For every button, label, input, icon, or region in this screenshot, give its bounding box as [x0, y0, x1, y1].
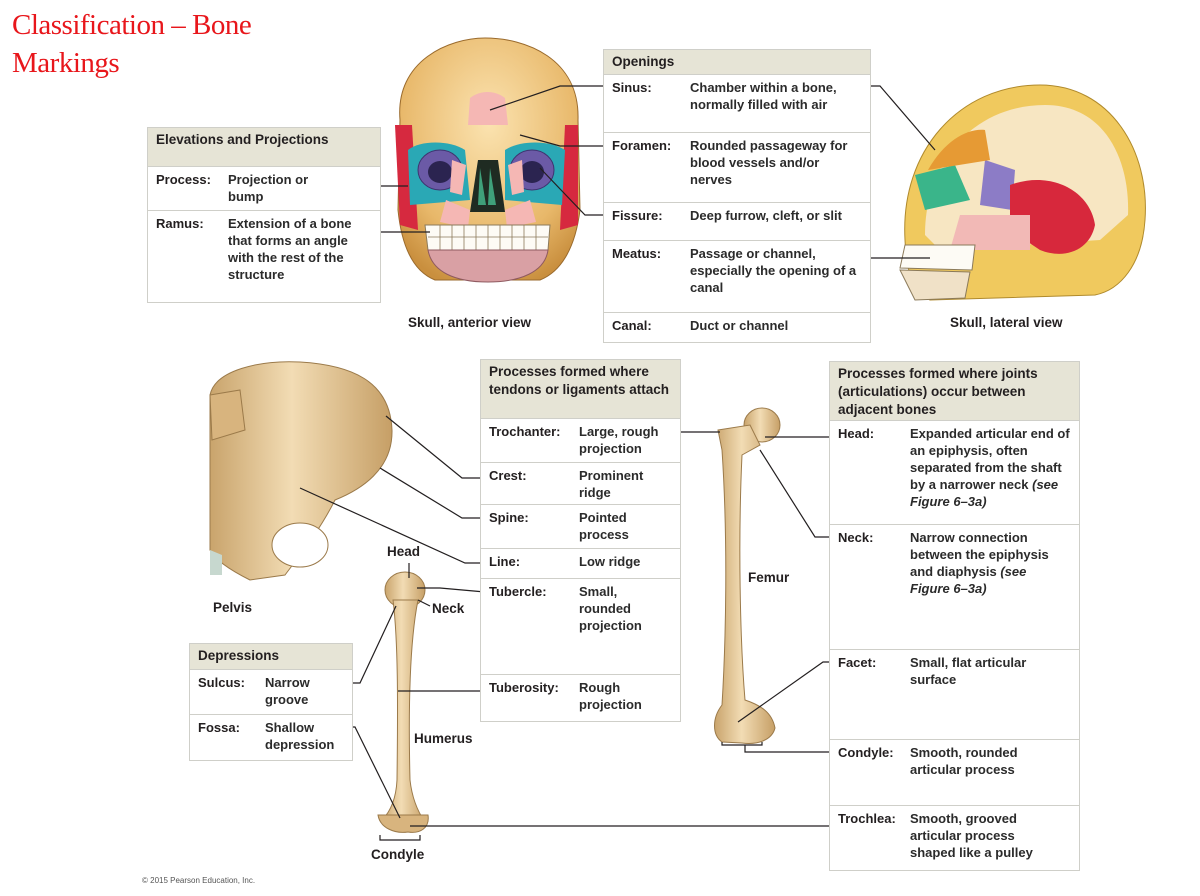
joints-row: Condyle: Smooth, rounded articular proce…: [830, 739, 1079, 805]
term: Meatus:: [612, 246, 662, 261]
caption-humerus-condyle: Condyle: [371, 847, 425, 862]
term: Sinus:: [612, 80, 652, 95]
term: Ramus:: [156, 216, 204, 231]
term: Neck:: [838, 530, 874, 545]
femur-illustration: [714, 407, 781, 744]
term: Trochanter:: [489, 424, 561, 439]
joints-row: Head: Expanded articular end of an epiph…: [830, 420, 1079, 524]
term: Tuberosity:: [489, 680, 559, 695]
openings-row: Canal: Duct or channel: [604, 312, 870, 342]
caption-pelvis: Pelvis: [213, 600, 253, 615]
definition: Rounded passageway for blood vessels and…: [690, 138, 848, 187]
tendons-row: Spine: Pointed process: [481, 504, 680, 548]
caption-humerus: Humerus: [414, 731, 473, 746]
figure-reference: (see Figure 6–3a): [910, 564, 1027, 596]
definition: Large, rough projection: [579, 424, 659, 456]
tendons-row: Trochanter: Large, rough projection: [481, 418, 680, 462]
caption-skull-lateral: Skull, lateral view: [950, 315, 1063, 330]
definition: Passage or channel, especially the openi…: [690, 246, 857, 295]
term: Line:: [489, 554, 521, 569]
humerus-illustration: [377, 571, 429, 833]
definition: Expanded articular end of an epiphysis, …: [910, 425, 1075, 510]
caption-skull-anterior: Skull, anterior view: [408, 315, 532, 330]
tendons-row: Tubercle: Small, rounded projection: [481, 578, 680, 674]
elevations-row: Process: Projection or bump: [148, 166, 380, 210]
definition: Small, flat articular surface: [910, 655, 1027, 687]
page-title: Classification – Bone Markings: [12, 6, 332, 82]
definition: Rough projection: [579, 680, 642, 712]
tendons-row: Crest: Prominent ridge: [481, 462, 680, 504]
definition: Pointed process: [579, 510, 629, 542]
depressions-table: Depressions Sulcus: Narrow groove Fossa:…: [189, 643, 353, 761]
elevations-row: Ramus: Extension of a bone that forms an…: [148, 210, 380, 302]
figure-reference: (see Figure 6–3a): [910, 477, 1059, 509]
term: Canal:: [612, 318, 652, 333]
joints-table: Processes formed where joints (articulat…: [829, 361, 1080, 871]
elevations-header: Elevations and Projections: [148, 128, 380, 166]
definition: Duct or channel: [690, 318, 789, 333]
skull-lateral-view: [899, 84, 1146, 301]
pelvis-illustration: [209, 361, 393, 581]
joints-row: Trochlea: Smooth, grooved articular proc…: [830, 805, 1079, 870]
term: Facet:: [838, 655, 877, 670]
term: Head:: [838, 426, 875, 441]
caption-humerus-head: Head: [387, 544, 421, 559]
term: Tubercle:: [489, 584, 547, 599]
definition-text: Expanded articular end of an epiphysis, …: [910, 426, 1070, 492]
tendons-row: Line: Low ridge: [481, 548, 680, 578]
depressions-row: Fossa: Shallow depression: [190, 714, 352, 760]
elevations-table: Elevations and Projections Process: Proj…: [147, 127, 381, 303]
term: Condyle:: [838, 745, 894, 760]
term: Spine:: [489, 510, 529, 525]
depressions-header: Depressions: [190, 644, 352, 669]
copyright-notice: © 2015 Pearson Education, Inc.: [142, 876, 256, 885]
term: Sulcus:: [198, 675, 245, 690]
openings-header: Openings: [604, 50, 870, 74]
joints-header: Processes formed where joints (articulat…: [830, 362, 1079, 420]
term: Foramen:: [612, 138, 672, 153]
openings-table: Openings Sinus: Chamber within a bone, n…: [603, 49, 871, 343]
page-title-line2: Markings: [12, 47, 120, 79]
definition: Deep furrow, cleft, or slit: [690, 208, 842, 223]
term: Process:: [156, 172, 211, 187]
openings-row: Meatus: Passage or channel, especially t…: [604, 240, 870, 312]
tendons-header: Processes formed where tendons or ligame…: [481, 360, 680, 418]
joints-row: Facet: Small, flat articular surface: [830, 649, 1079, 739]
openings-row: Foramen: Rounded passageway for blood ve…: [604, 132, 870, 202]
openings-row: Fissure: Deep furrow, cleft, or slit: [604, 202, 870, 240]
term: Fissure:: [612, 208, 663, 223]
page-title-line1: Classification – Bone: [12, 9, 252, 41]
tendons-table: Processes formed where tendons or ligame…: [480, 359, 681, 722]
caption-humerus-neck: Neck: [432, 601, 465, 616]
definition: Small, rounded projection: [579, 584, 642, 633]
definition: Low ridge: [579, 554, 641, 569]
definition: Chamber within a bone, normally filled w…: [690, 80, 837, 112]
tendons-row: Tuberosity: Rough projection: [481, 674, 680, 721]
definition: Prominent ridge: [579, 468, 644, 500]
definition: Smooth, grooved articular process shaped…: [910, 811, 1033, 860]
term: Crest:: [489, 468, 527, 483]
definition: Narrow groove: [265, 675, 310, 707]
skull-anterior-view: [395, 37, 581, 283]
definition-text: Narrow connection between the epiphysis …: [910, 530, 1049, 579]
definition: Smooth, rounded articular process: [910, 745, 1018, 777]
definition: Shallow depression: [265, 720, 335, 752]
depressions-row: Sulcus: Narrow groove: [190, 669, 352, 714]
definition: Narrow connection between the epiphysis …: [910, 529, 1050, 597]
term: Fossa:: [198, 720, 240, 735]
joints-row: Neck: Narrow connection between the epip…: [830, 524, 1079, 649]
definition: Extension of a bone that forms an angle …: [228, 216, 352, 282]
openings-row: Sinus: Chamber within a bone, normally f…: [604, 74, 870, 132]
caption-femur: Femur: [748, 570, 790, 585]
definition: Projection or bump: [228, 172, 309, 204]
term: Trochlea:: [838, 811, 896, 826]
